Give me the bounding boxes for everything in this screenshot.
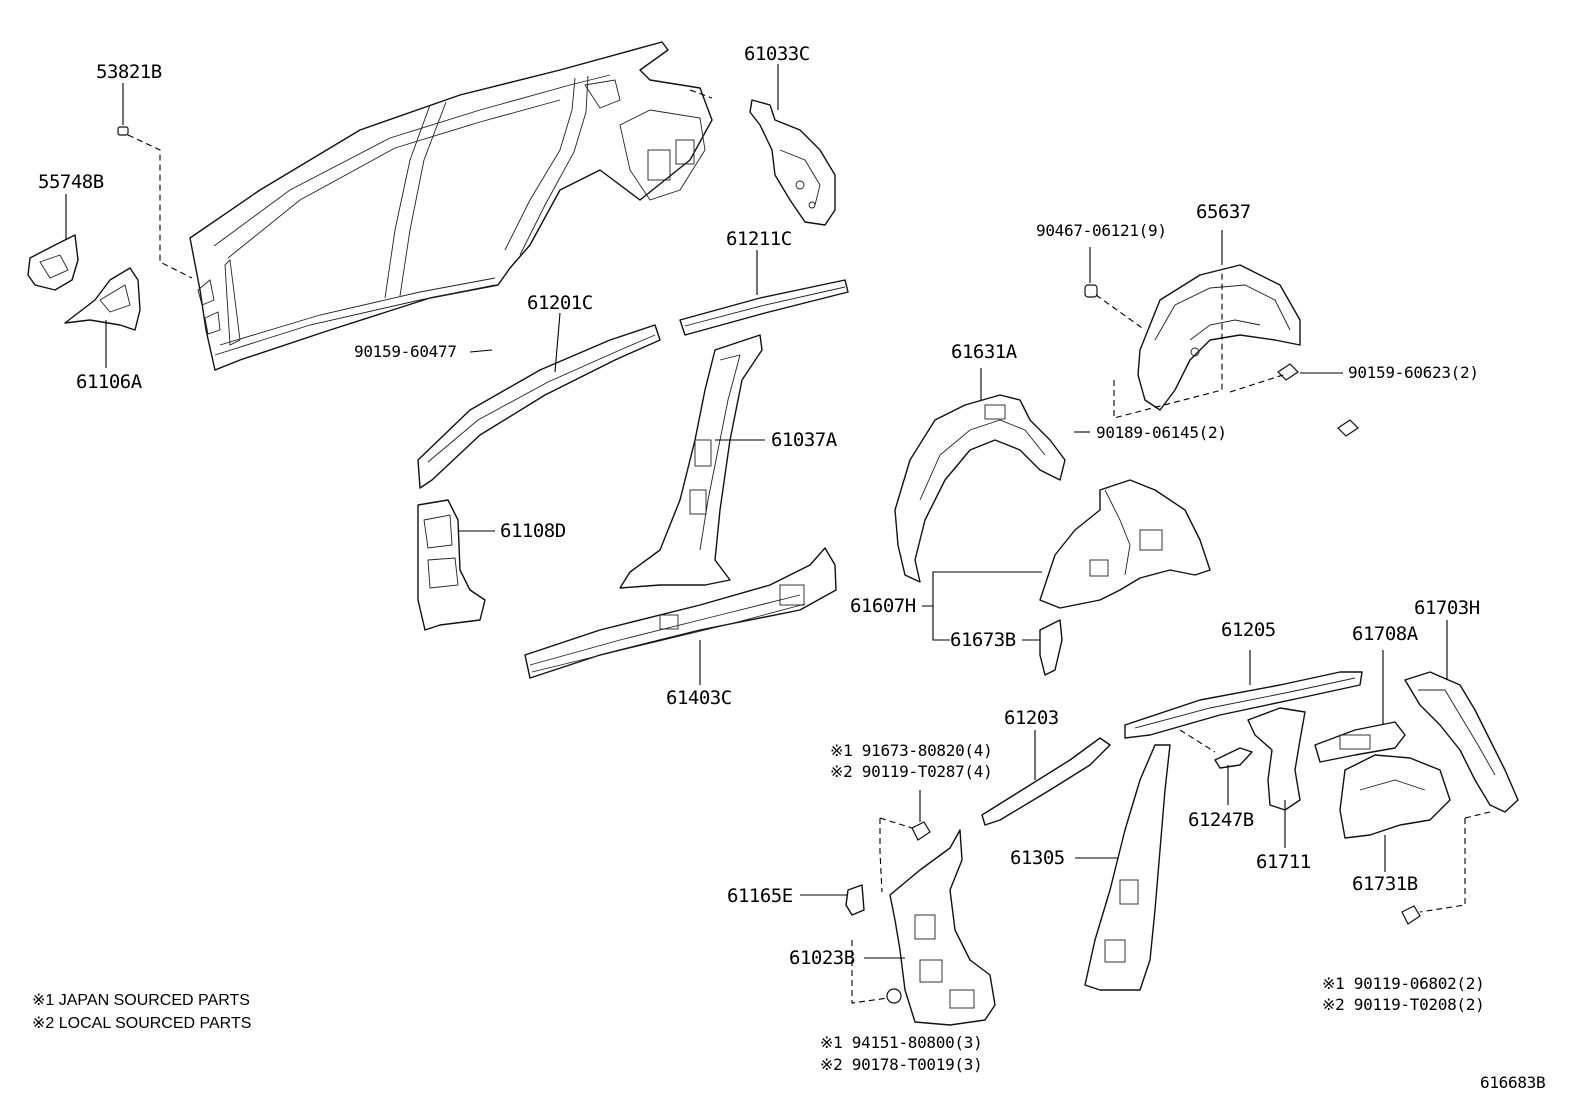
part-61033C-shape[interactable]	[749, 99, 836, 226]
label-61037A[interactable]: 61037A	[771, 429, 837, 451]
ref-local-90119-T0287[interactable]: ※2 90119-T0287(4)	[830, 762, 993, 781]
label-61703H[interactable]: 61703H	[1414, 597, 1480, 619]
label-61708A[interactable]: 61708A	[1352, 623, 1418, 645]
part-61403C-shape[interactable]	[524, 547, 837, 679]
label-61106A[interactable]: 61106A	[76, 371, 142, 393]
part-61731B-shape[interactable]	[1339, 754, 1451, 839]
ref-local-90119-T0208[interactable]: ※2 90119-T0208(2)	[1322, 995, 1485, 1014]
label-61033C[interactable]: 61033C	[744, 43, 810, 65]
part-61247B-shape[interactable]	[1214, 747, 1253, 769]
part-65637-shape[interactable]	[1137, 264, 1301, 411]
ref-local-90178[interactable]: ※2 90178-T0019(3)	[820, 1055, 983, 1074]
part-61165E-shape[interactable]	[845, 884, 865, 916]
label-61203[interactable]: 61203	[1004, 707, 1059, 729]
label-61731B[interactable]: 61731B	[1352, 873, 1418, 895]
label-90159-60477[interactable]: 90159-60477	[354, 342, 457, 361]
label-61201C[interactable]: 61201C	[527, 292, 593, 314]
fasteners-65637[interactable]	[1084, 284, 1359, 437]
label-61165E[interactable]: 61165E	[727, 885, 793, 907]
part-61108D-shape[interactable]	[417, 499, 486, 631]
part-55748B-shape[interactable]	[27, 234, 79, 291]
clip-53821B[interactable]	[117, 126, 129, 136]
part-61023B-shape[interactable]	[889, 829, 996, 1026]
part-61673B-shape[interactable]	[1039, 619, 1063, 676]
part-61037A-shape[interactable]	[619, 334, 763, 589]
label-61205[interactable]: 61205	[1221, 619, 1276, 641]
part-61305-shape[interactable]	[1084, 744, 1171, 991]
ref-japan-94151[interactable]: ※1 94151-80800(3)	[820, 1033, 983, 1052]
label-53821B[interactable]: 53821B	[96, 61, 162, 83]
label-90189-06145[interactable]: 90189-06145(2)	[1096, 423, 1227, 442]
legend-japan-sourced: ※1 JAPAN SOURCED PARTS	[32, 992, 250, 1009]
label-61403C[interactable]: 61403C	[666, 687, 732, 709]
label-61211C[interactable]: 61211C	[726, 228, 792, 250]
part-61631A-shape[interactable]	[894, 394, 1066, 583]
label-90159-60623[interactable]: 90159-60623(2)	[1348, 363, 1479, 382]
legend-local-sourced: ※2 LOCAL SOURCED PARTS	[32, 1015, 252, 1032]
part-61203-shape[interactable]	[981, 737, 1111, 826]
part-61708A-shape[interactable]	[1314, 721, 1406, 763]
body-side-outer-panel[interactable]	[189, 41, 713, 371]
part-61201C-shape[interactable]	[417, 324, 661, 489]
dashed-connectors	[127, 89, 1491, 1004]
label-90467-06121[interactable]: 90467-06121(9)	[1036, 221, 1167, 240]
part-61703H-shape[interactable]	[1404, 671, 1519, 813]
leader-lines	[65, 64, 1448, 959]
label-61673B[interactable]: 61673B	[950, 629, 1016, 651]
ref-japan-91673[interactable]: ※1 91673-80820(4)	[830, 741, 993, 760]
label-61631A[interactable]: 61631A	[951, 341, 1017, 363]
label-61607H[interactable]: 61607H	[850, 595, 916, 617]
label-61305[interactable]: 61305	[1010, 847, 1065, 869]
label-65637[interactable]: 65637	[1196, 201, 1251, 223]
diagram-id: 616683B	[1480, 1073, 1546, 1092]
label-61247B[interactable]: 61247B	[1188, 809, 1254, 831]
label-61711[interactable]: 61711	[1256, 851, 1311, 873]
label-61108D[interactable]: 61108D	[500, 520, 566, 542]
ref-japan-90119-06802[interactable]: ※1 90119-06802(2)	[1322, 974, 1485, 993]
part-61607H-shape[interactable]	[1039, 479, 1211, 609]
label-55748B[interactable]: 55748B	[38, 171, 104, 193]
part-61211C-shape[interactable]	[679, 279, 849, 336]
part-61106A-shape[interactable]	[64, 267, 141, 331]
part-61711-shape[interactable]	[1247, 707, 1306, 811]
part-61205-shape[interactable]	[1124, 671, 1363, 739]
fasteners-61023B[interactable]	[886, 821, 1421, 1004]
label-61023B[interactable]: 61023B	[789, 947, 855, 969]
